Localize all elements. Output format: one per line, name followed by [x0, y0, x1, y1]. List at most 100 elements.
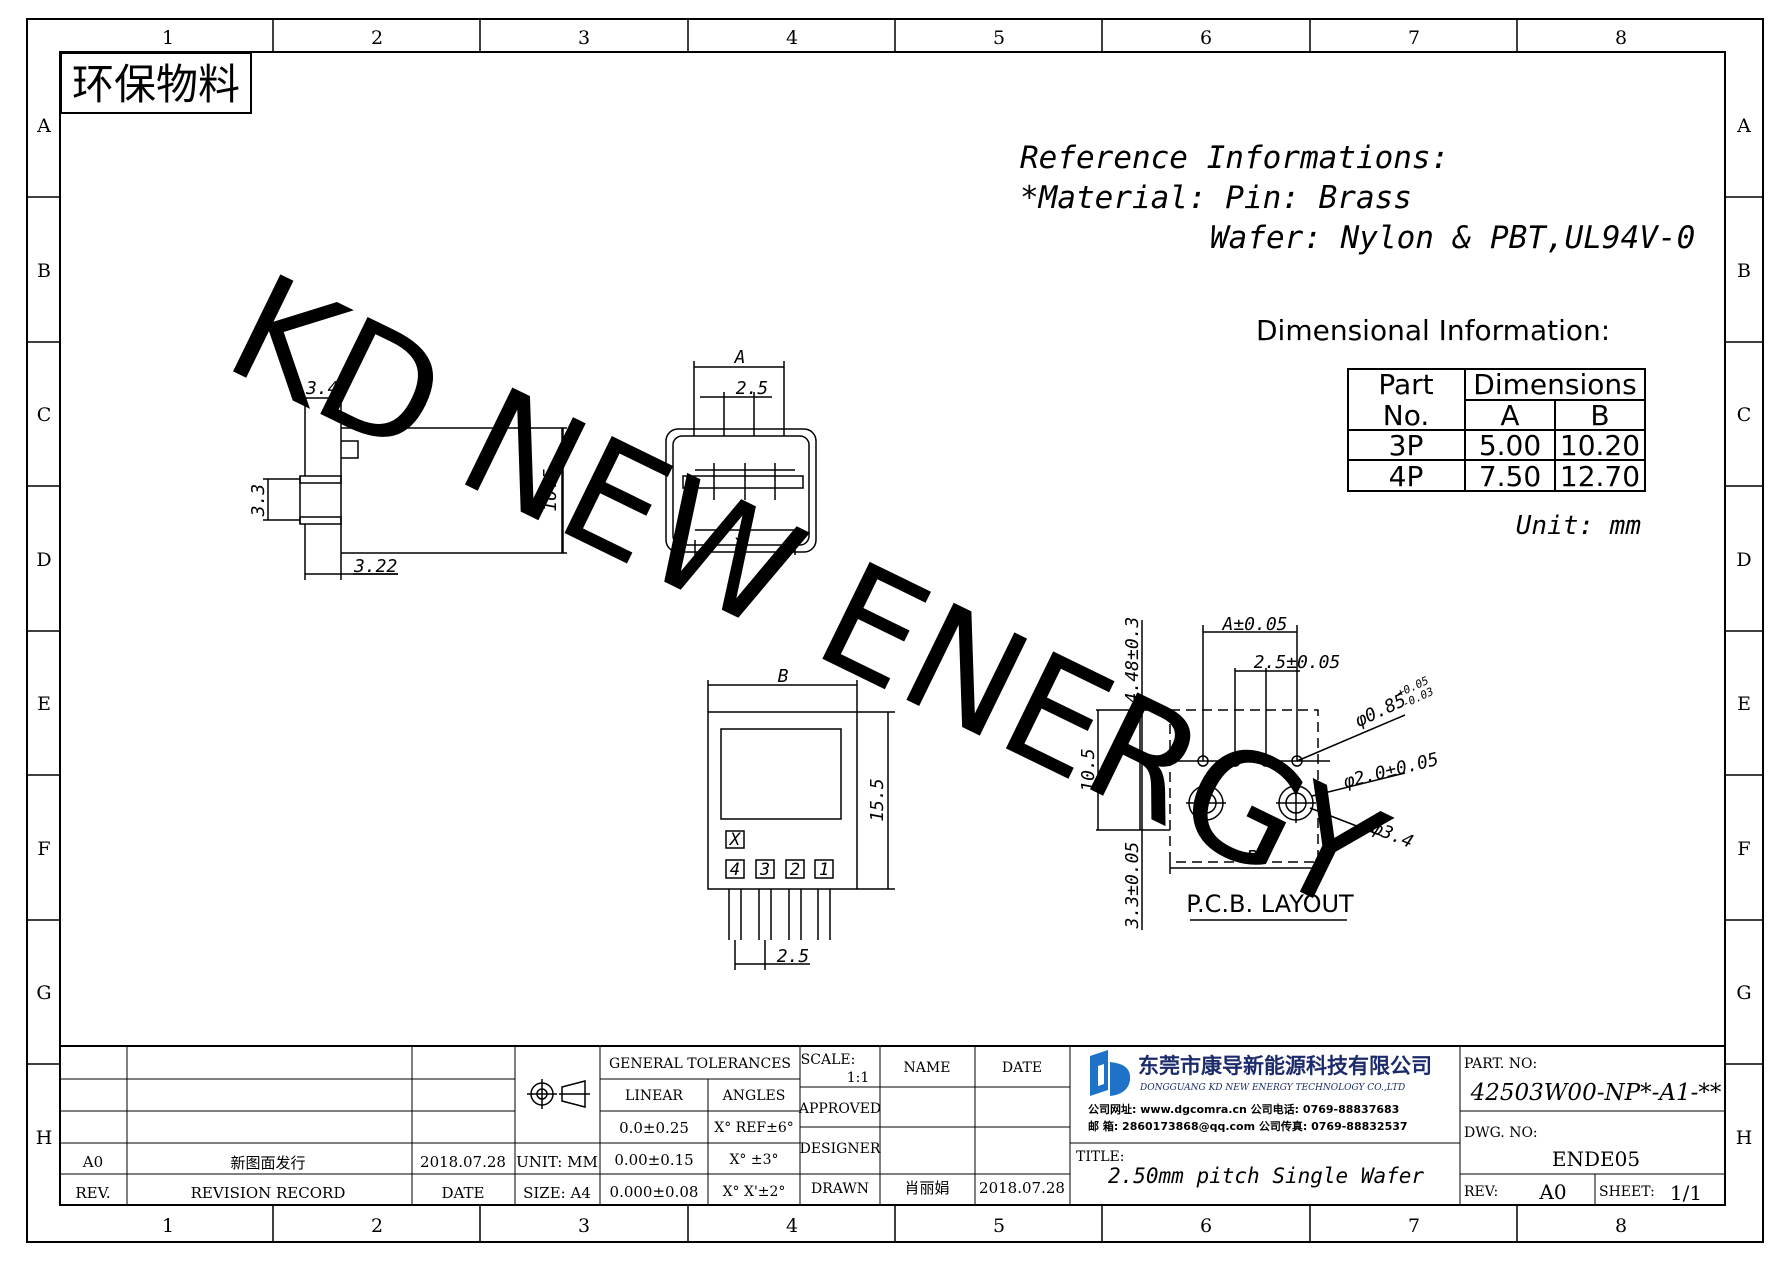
- row-label-left: E: [37, 693, 51, 715]
- company-block: 东莞市康导新能源科技有限公司 DONGGUANG KD NEW ENERGY T…: [1076, 1050, 1432, 1188]
- row-label-left: D: [36, 549, 51, 571]
- row-label-left: B: [37, 260, 51, 282]
- row-label-left: H: [36, 1127, 53, 1149]
- table-header-a: A: [1500, 399, 1519, 432]
- table-header-dimensions: Dimensions: [1473, 368, 1636, 401]
- pcb-dim-b: B: [1247, 847, 1258, 868]
- company-logo: [1090, 1050, 1131, 1096]
- sheet-size: SIZE: A4: [523, 1184, 591, 1202]
- dimensional-title: Dimensional Information:: [1256, 314, 1610, 347]
- company-name-en: DONGGUANG KD NEW ENERGY TECHNOLOGY CO.,L…: [1139, 1083, 1405, 1093]
- reference-wafer: Wafer: Nylon & PBT,UL94V-0: [1210, 220, 1695, 256]
- pin-number: 1: [819, 860, 829, 880]
- row-label-right: A: [1736, 115, 1751, 137]
- row-label-right: H: [1736, 1127, 1753, 1149]
- pcb-layout-title: P.C.B. LAYOUT: [1186, 890, 1354, 918]
- drawing-frame: [26, 18, 1764, 1243]
- col-label-top: 8: [1615, 27, 1627, 49]
- row-label-left: F: [37, 838, 50, 860]
- table-cell-b: 10.20: [1560, 429, 1640, 462]
- col-label-top: 6: [1200, 27, 1212, 49]
- bottom-dim-height: 15.5: [867, 778, 888, 821]
- company-contact-2: 邮 箱: 2860173868@qq.com 公司传真: 0769-888325…: [1088, 1119, 1408, 1133]
- pcb-dim-a: A±0.05: [1221, 614, 1287, 635]
- pin-number: 4: [730, 860, 740, 880]
- col-label-top: 3: [578, 27, 590, 49]
- table-header-b: B: [1590, 399, 1609, 432]
- row-label-right: F: [1737, 838, 1750, 860]
- tol-linear-3: 0.000±0.08: [610, 1183, 699, 1201]
- front-view: A 2.5 X: [665, 347, 817, 555]
- rev-entry-date: 2018.07.28: [420, 1153, 506, 1171]
- table-cell-a: 7.50: [1479, 460, 1541, 493]
- rev-header-date: DATE: [442, 1184, 485, 1202]
- drawn-name: 肖丽娟: [904, 1179, 949, 1197]
- col-label-bottom: 6: [1200, 1215, 1212, 1237]
- row-label-left: G: [36, 982, 51, 1004]
- table-cell-a: 5.00: [1479, 429, 1541, 462]
- table-header-no: No.: [1383, 399, 1429, 432]
- rev-entry-rev: A0: [82, 1153, 103, 1171]
- row-label-right: D: [1736, 549, 1751, 571]
- title-block: [60, 1045, 1725, 1205]
- watermark-text: KD NEW ENERGY: [205, 242, 1408, 947]
- col-label-bottom: 4: [786, 1215, 798, 1237]
- table-cell-b: 12.70: [1560, 460, 1640, 493]
- drawing-title: 2.50mm pitch Single Wafer: [1108, 1164, 1424, 1188]
- col-label-bottom: 1: [162, 1215, 174, 1237]
- reference-material: *Material: Pin: Brass: [1020, 180, 1412, 216]
- title-block-text: A0 新图面发行 2018.07.28 REV. REVISION RECORD…: [75, 1052, 1065, 1202]
- dimensional-info: Dimensional Information: Part No. Dimens…: [1256, 314, 1646, 541]
- col-label-top: 7: [1408, 27, 1420, 49]
- table-header-part: Part: [1378, 368, 1433, 401]
- frame-column-labels: 1 2 3 4 5 6 7 8 1 2 3 4 5 6 7 8: [162, 27, 1627, 1237]
- tol-linear-label: LINEAR: [625, 1088, 683, 1104]
- col-label-bottom: 7: [1408, 1215, 1420, 1237]
- date-label: DATE: [1002, 1060, 1042, 1076]
- tol-angle-1: X° REF±6°: [714, 1120, 794, 1136]
- dwg-no-label: DWG. NO:: [1464, 1125, 1538, 1141]
- pcb-dim-top: 4.48±0.3: [1122, 617, 1143, 704]
- pcb-dim-bottom: 3.3±0.05: [1122, 842, 1143, 930]
- drawing-ids: PART. NO: 42503W00-NP*-A1-** DWG. NO: EN…: [1464, 1056, 1722, 1205]
- company-contact-1: 公司网址: www.dgcomra.cn 公司电话: 0769-88837683: [1088, 1102, 1399, 1116]
- col-label-top: 1: [162, 27, 174, 49]
- side-dim-bottom: 3.22: [353, 556, 397, 577]
- part-no-label: PART. NO:: [1464, 1056, 1537, 1072]
- col-label-bottom: 5: [993, 1215, 1005, 1237]
- row-label-left: C: [37, 404, 52, 426]
- col-label-top: 4: [786, 27, 798, 49]
- pin-number: 2: [790, 860, 800, 880]
- side-dim-pin: 3.3: [248, 484, 269, 518]
- approved-label: APPROVED: [798, 1101, 881, 1117]
- frame-row-labels: A B C D E F G H A B C D E F G H: [36, 115, 1753, 1149]
- row-label-right: E: [1737, 693, 1751, 715]
- rev-entry-record: 新图面发行: [230, 1154, 305, 1172]
- col-label-bottom: 8: [1615, 1215, 1627, 1237]
- tol-angle-2: X° ±3°: [729, 1152, 778, 1168]
- eco-badge-text: 环保物料: [72, 60, 240, 109]
- drawn-label: DRAWN: [811, 1181, 869, 1197]
- rev-header-record: REVISION RECORD: [191, 1184, 346, 1202]
- rev-value: A0: [1538, 1180, 1566, 1204]
- drawn-date: 2018.07.28: [979, 1179, 1065, 1197]
- title-label: TITLE:: [1076, 1149, 1124, 1165]
- pcb-dim-pitch: 2.5±0.05: [1254, 652, 1341, 673]
- name-label: NAME: [904, 1060, 951, 1076]
- sheet-value: 1/1: [1670, 1181, 1702, 1205]
- bottom-dim-pitch: 2.5: [777, 946, 810, 967]
- row-label-right: C: [1737, 404, 1752, 426]
- dwg-no-value: ENDE05: [1552, 1147, 1640, 1171]
- side-dim-top: 3.4: [305, 378, 339, 399]
- tol-linear-1: 0.0±0.25: [619, 1119, 689, 1137]
- bottom-marker: X: [728, 830, 742, 850]
- tol-angle-3: X° X'±2°: [723, 1184, 786, 1200]
- dimension-table: [1347, 368, 1646, 492]
- rev-header-rev: REV.: [75, 1184, 110, 1202]
- pin-number: 3: [759, 860, 770, 880]
- general-tolerances: GENERAL TOLERANCES: [609, 1056, 791, 1072]
- row-label-right: B: [1737, 260, 1751, 282]
- bottom-view: B 15.5 2.5 X 4 3 2 1: [707, 666, 895, 970]
- row-label-left: A: [36, 115, 51, 137]
- rev-label: REV:: [1464, 1184, 1498, 1200]
